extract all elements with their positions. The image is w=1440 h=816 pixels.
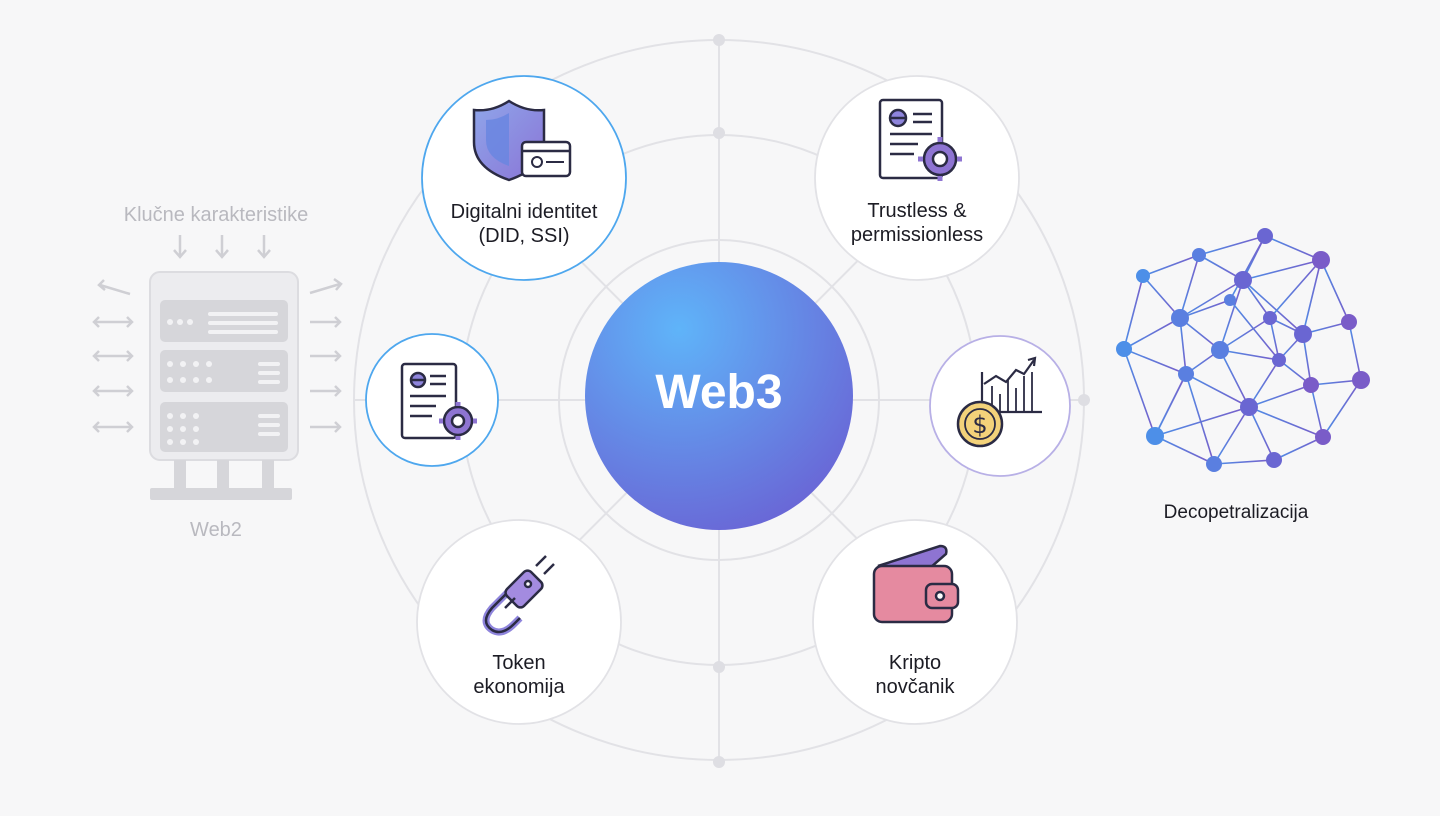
network-node — [1315, 429, 1331, 445]
network-link — [1213, 406, 1250, 465]
network-link — [1123, 348, 1156, 437]
network-link — [1185, 373, 1250, 408]
network-node — [1272, 353, 1286, 367]
network-link — [1269, 317, 1280, 361]
network-node — [1240, 398, 1258, 416]
network-link — [1229, 235, 1266, 301]
network-link — [1229, 299, 1280, 361]
network-node — [1224, 294, 1236, 306]
network-link — [1154, 373, 1187, 437]
network-node — [1116, 341, 1132, 357]
network-link — [1154, 435, 1215, 465]
feature-digital-identity — [421, 75, 627, 281]
network-link — [1142, 275, 1181, 319]
network-node — [1192, 248, 1206, 262]
feature-trustless — [814, 75, 1020, 281]
network-link — [1179, 254, 1200, 319]
network-node — [1303, 377, 1319, 393]
network-node — [1263, 311, 1277, 325]
network-node — [1171, 309, 1189, 327]
network-link — [1142, 254, 1200, 277]
chain-plug-icon — [482, 555, 555, 636]
network-link — [1179, 317, 1187, 375]
coin-chart-icon — [956, 356, 1042, 448]
network-link — [1269, 259, 1322, 319]
network-link — [1302, 259, 1322, 335]
hub-circle — [585, 262, 853, 530]
ring-nodes — [713, 34, 1090, 768]
shield-id-card-icon — [472, 99, 572, 182]
network-link — [1185, 373, 1215, 465]
network-link — [1320, 259, 1350, 323]
network-node — [1206, 456, 1222, 472]
network-node — [1294, 325, 1312, 343]
network-link — [1348, 321, 1362, 381]
network-node — [1178, 366, 1194, 382]
network-link — [1219, 317, 1271, 351]
network-node — [1266, 452, 1282, 468]
network-node — [1234, 271, 1252, 289]
network-link — [1123, 317, 1181, 350]
network-node — [1136, 269, 1150, 283]
feature-crypto-wallet — [812, 519, 1018, 725]
network-link — [1219, 349, 1280, 361]
network-link — [1198, 235, 1266, 256]
network-link — [1248, 384, 1312, 408]
network-link — [1248, 406, 1275, 461]
network-link — [1219, 279, 1244, 351]
network-link — [1123, 275, 1144, 350]
network-link — [1310, 384, 1324, 438]
network-link — [1322, 379, 1362, 438]
network-link — [1154, 406, 1250, 437]
network-node — [1341, 314, 1357, 330]
network-link — [1248, 406, 1324, 438]
network-link — [1179, 279, 1244, 319]
network-link — [1242, 279, 1304, 335]
wallet-icon — [872, 544, 960, 624]
feature-defi: $ — [929, 335, 1071, 477]
network-node — [1257, 228, 1273, 244]
network-link — [1248, 359, 1280, 408]
network-mesh-icon — [1116, 228, 1370, 472]
network-node — [1352, 371, 1370, 389]
feature-token-economy — [416, 519, 622, 725]
network-node — [1211, 341, 1229, 359]
network-link — [1264, 235, 1322, 261]
network-node — [1146, 427, 1164, 445]
network-link — [1219, 349, 1250, 408]
web2-server-rack-icon — [92, 235, 343, 500]
network-link — [1213, 459, 1275, 465]
network-link — [1242, 259, 1322, 281]
network-node — [1312, 251, 1330, 269]
hub-title: Web3 — [655, 366, 783, 419]
feature-smart-contracts — [365, 333, 499, 467]
dollar-sign-icon: $ — [972, 411, 987, 439]
network-link — [1273, 436, 1324, 461]
document-gear-icon — [400, 362, 477, 440]
document-gear-icon — [878, 98, 962, 181]
network-link — [1123, 348, 1187, 375]
